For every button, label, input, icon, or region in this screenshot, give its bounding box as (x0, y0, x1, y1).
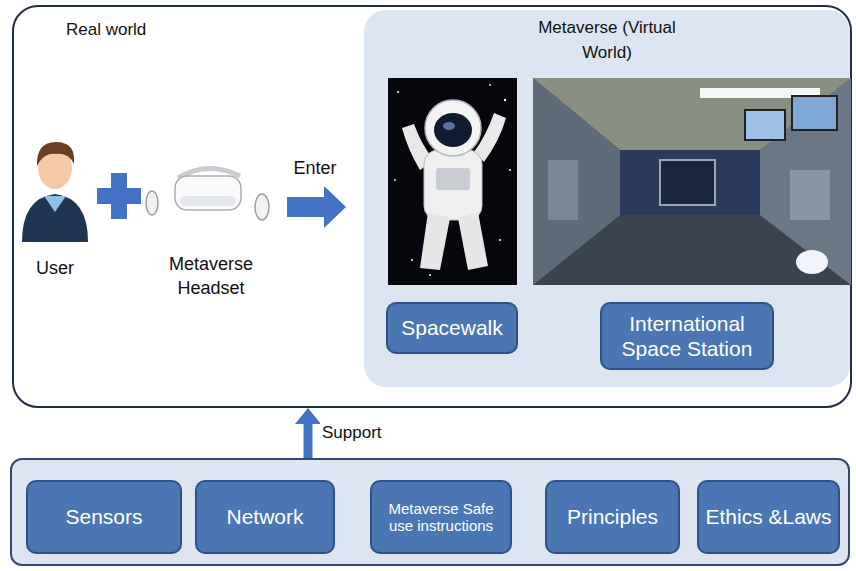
support-arrow (295, 408, 321, 458)
box-label: Sensors (65, 504, 142, 529)
headset-icon (146, 168, 269, 220)
region-heading: Metaverse (Virtual World) (532, 16, 682, 65)
edge-label: Support (320, 423, 384, 443)
support-box: Metaverse Safe use instructions (370, 480, 512, 554)
support-band: Sensors Network Metaverse Safe use instruc… (10, 458, 850, 566)
enter-arrow (287, 186, 346, 228)
scene-box: Spacewalk (386, 302, 518, 354)
box-label: Metaverse Safe use instructions (378, 500, 504, 535)
arrow-label: Enter (282, 156, 348, 180)
box-label: Spacewalk (401, 315, 503, 340)
box-label: Principles (567, 504, 658, 529)
support-box: Network (195, 480, 335, 554)
scene-box: International Space Station (600, 302, 774, 370)
region-heading: Real world (66, 20, 146, 40)
box-label: Ethics &Laws (705, 504, 831, 529)
plus-sign (97, 173, 141, 219)
user-label: User (15, 256, 95, 280)
box-label: International Space Station (608, 311, 766, 361)
user-icon (22, 142, 88, 242)
arrow-head (295, 408, 321, 424)
space-station-picture (533, 78, 851, 285)
astronaut-picture (388, 78, 517, 285)
support-box: Principles (545, 480, 680, 554)
support-box: Ethics &Laws (697, 480, 840, 554)
arrow-shaft (304, 423, 313, 458)
headset-label: Metaverse Headset (152, 252, 270, 301)
box-label: Network (226, 504, 303, 529)
support-box: Sensors (26, 480, 182, 554)
